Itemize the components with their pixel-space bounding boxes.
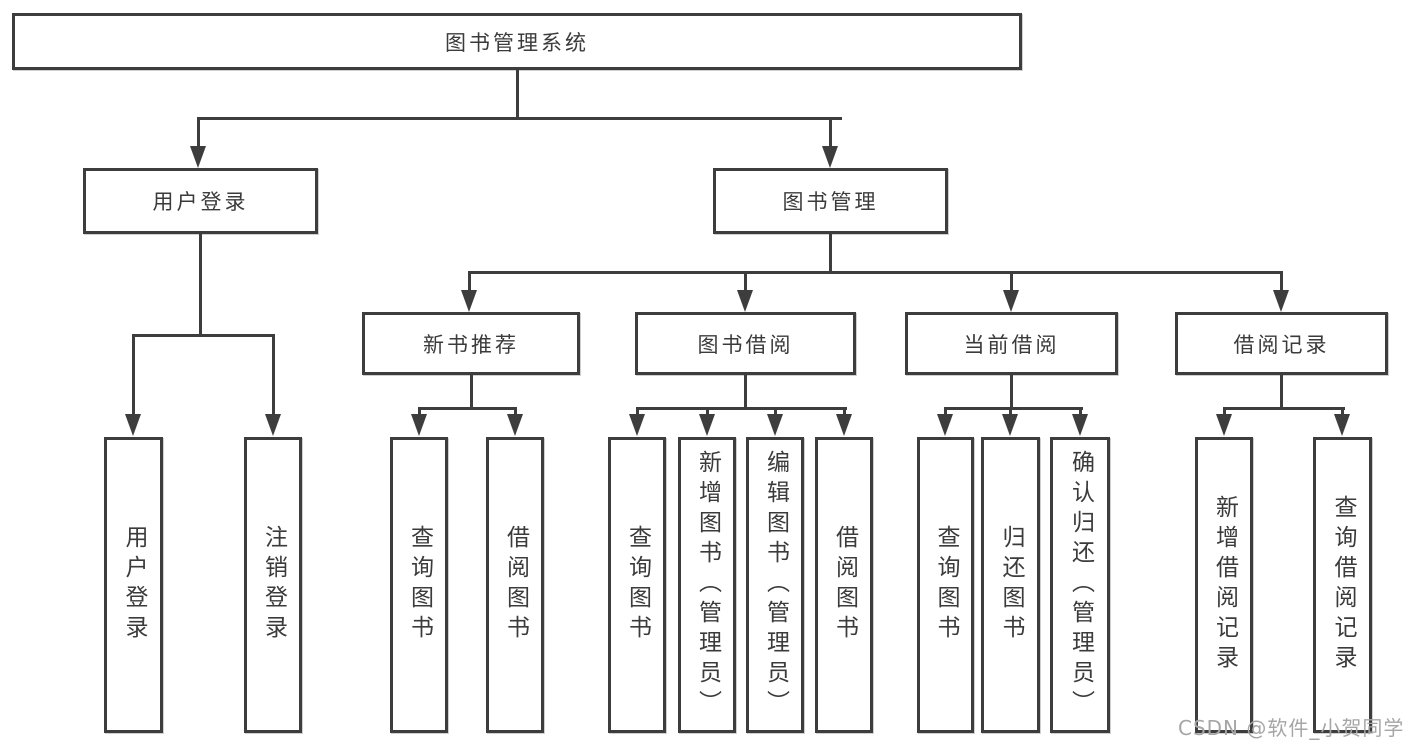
leaf-borrow-query-books: 查询图书 [608, 437, 666, 733]
connector-leaf-stem [843, 410, 846, 416]
node-book-borrow-label: 图书借阅 [697, 332, 794, 357]
leaf-recommend-borrow-books: 借阅图书 [486, 437, 544, 733]
arrow-down-icon [737, 290, 753, 312]
arrow-down-icon [1072, 414, 1088, 436]
connector-records-down [1280, 375, 1283, 408]
arrow-down-icon [1002, 414, 1018, 436]
connector-leaf-stem [1341, 410, 1344, 416]
connector-l3-stem [468, 274, 471, 290]
arrow-down-icon [822, 146, 838, 168]
watermark: CSDN @软件_小贺同学 [1178, 716, 1405, 740]
node-current-borrow: 当前借阅 [905, 312, 1118, 375]
connector-leaf-stem [944, 410, 947, 416]
leaf-current-query-books-label: 查询图书 [933, 525, 959, 645]
node-book-management-label: 图书管理 [782, 190, 879, 214]
leaf-confirm-return-admin-label: 确认归还（管理员） [1067, 450, 1094, 720]
leaf-query-borrow-record: 查询借阅记录 [1313, 437, 1372, 733]
connector-records-bar [1223, 407, 1345, 410]
connector-book-management-bar [468, 271, 1283, 274]
connector-leaf-stem [132, 337, 135, 414]
arrow-down-icon [1003, 290, 1019, 312]
connector-borrow-bar [636, 407, 847, 410]
connector-leaf-stem [1079, 410, 1082, 416]
leaf-query-borrow-record-label: 查询借阅记录 [1330, 495, 1356, 675]
connector-root-bar [197, 117, 842, 120]
leaf-current-query-books: 查询图书 [917, 437, 974, 733]
connector-book-management-stem [829, 120, 832, 148]
connector-recommend-down [470, 375, 473, 408]
node-borrow-records-label: 借阅记录 [1233, 332, 1330, 357]
node-book-management: 图书管理 [713, 168, 948, 234]
connector-leaf-stem [774, 410, 777, 416]
node-borrow-records: 借阅记录 [1175, 312, 1388, 375]
leaf-borrow-books: 借阅图书 [815, 437, 873, 733]
leaf-return-books-label: 归还图书 [998, 525, 1024, 645]
connector-l3-stem [1010, 274, 1013, 290]
arrow-down-icon [1273, 290, 1289, 312]
leaf-add-books-admin: 新增图书（管理员） [678, 437, 736, 733]
node-root-label: 图书管理系统 [445, 30, 589, 55]
arrow-down-icon [1216, 414, 1232, 436]
connector-leaf-stem [514, 410, 517, 416]
arrow-down-icon [411, 414, 427, 436]
arrow-down-icon [1334, 414, 1350, 436]
arrow-down-icon [836, 414, 852, 436]
node-user-login-label: 用户登录 [152, 190, 249, 214]
arrow-down-icon [190, 146, 206, 168]
arrow-down-icon [125, 414, 141, 436]
leaf-add-borrow-record: 新增借阅记录 [1195, 437, 1253, 733]
connector-borrow-down [744, 375, 747, 408]
leaf-recommend-borrow-books-label: 借阅图书 [502, 525, 529, 645]
leaf-user-login: 用户登录 [104, 437, 163, 733]
connector-current-bar [944, 407, 1083, 410]
connector-book-management-down [829, 233, 832, 272]
connector-user-login-down [199, 234, 202, 335]
node-root: 图书管理系统 [12, 13, 1022, 70]
leaf-borrow-query-books-label: 查询图书 [624, 525, 651, 645]
node-current-borrow-label: 当前借阅 [963, 332, 1060, 357]
connector-leaf-stem [418, 410, 421, 416]
leaf-edit-books-admin-label: 编辑图书（管理员） [762, 450, 789, 720]
connector-l3-stem [744, 274, 747, 290]
connector-leaf-stem [272, 337, 275, 414]
node-new-book-recommend-label: 新书推荐 [423, 332, 519, 357]
leaf-recommend-query-books-label: 查询图书 [406, 525, 433, 645]
node-new-book-recommend: 新书推荐 [362, 312, 580, 375]
connector-leaf-stem [636, 410, 639, 416]
leaf-logout-label: 注销登录 [260, 525, 287, 645]
arrow-down-icon [507, 414, 523, 436]
connector-leaf-stem [706, 410, 709, 416]
arrow-down-icon [265, 414, 281, 436]
leaf-add-books-admin-label: 新增图书（管理员） [694, 450, 721, 720]
leaf-add-borrow-record-label: 新增借阅记录 [1211, 495, 1238, 675]
leaf-edit-books-admin: 编辑图书（管理员） [746, 437, 804, 733]
leaf-recommend-query-books: 查询图书 [390, 437, 448, 733]
connector-current-down [1010, 375, 1013, 408]
arrow-down-icon [767, 414, 783, 436]
arrow-down-icon [699, 414, 715, 436]
arrow-down-icon [461, 290, 477, 312]
connector-recommend-bar [418, 407, 517, 410]
arrow-down-icon [629, 414, 645, 436]
connector-leaf-stem [1009, 410, 1012, 416]
connector-user-login-stem [197, 120, 200, 148]
leaf-logout: 注销登录 [244, 437, 302, 733]
connector-root-stem [516, 70, 519, 119]
leaf-borrow-books-label: 借阅图书 [831, 525, 858, 645]
node-book-borrow: 图书借阅 [635, 312, 856, 375]
connector-user-login-bar [132, 334, 275, 337]
leaf-return-books: 归还图书 [981, 437, 1040, 733]
connector-leaf-stem [1223, 410, 1226, 416]
node-user-login: 用户登录 [83, 168, 318, 234]
leaf-confirm-return-admin: 确认归还（管理员） [1050, 437, 1110, 733]
connector-l3-stem [1280, 274, 1283, 290]
leaf-user-login-label: 用户登录 [121, 525, 147, 645]
arrow-down-icon [937, 414, 953, 436]
